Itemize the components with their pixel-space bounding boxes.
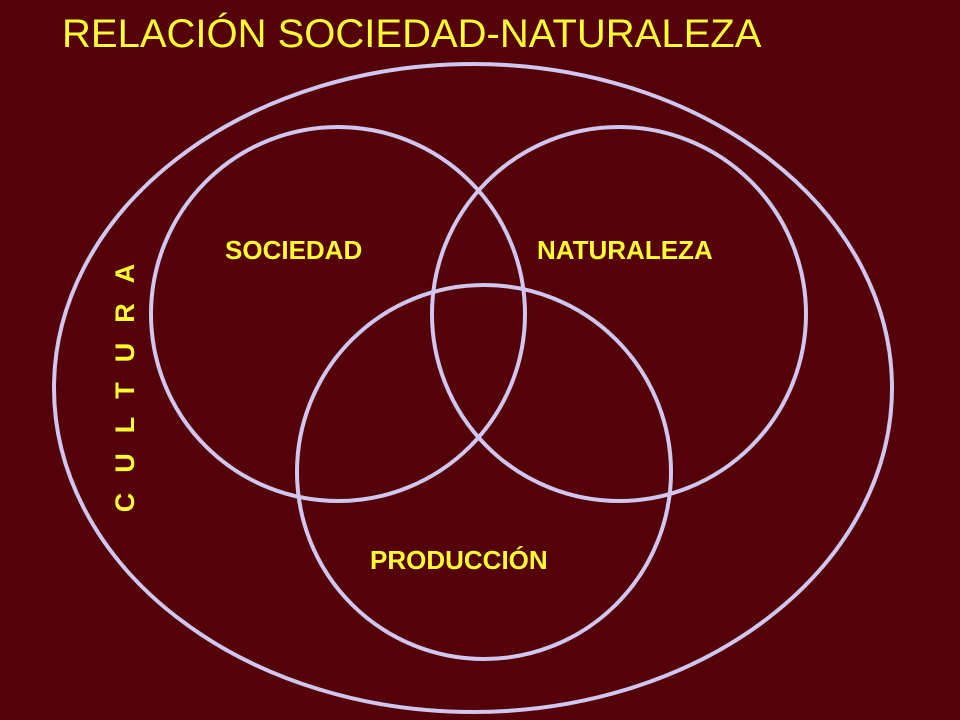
produccion-circle: [295, 283, 673, 661]
sociedad-circle: [149, 125, 527, 503]
sociedad-label: SOCIEDAD: [225, 235, 363, 265]
slide-title: RELACIÓN SOCIEDAD-NATURALEZA: [62, 12, 762, 56]
naturaleza-circle: [430, 125, 808, 503]
cultura-ellipse: [52, 62, 894, 714]
cultura-label: CULTURA: [110, 243, 140, 513]
produccion-label: PRODUCCIÓN: [370, 545, 548, 575]
naturaleza-label: NATURALEZA: [537, 235, 713, 265]
